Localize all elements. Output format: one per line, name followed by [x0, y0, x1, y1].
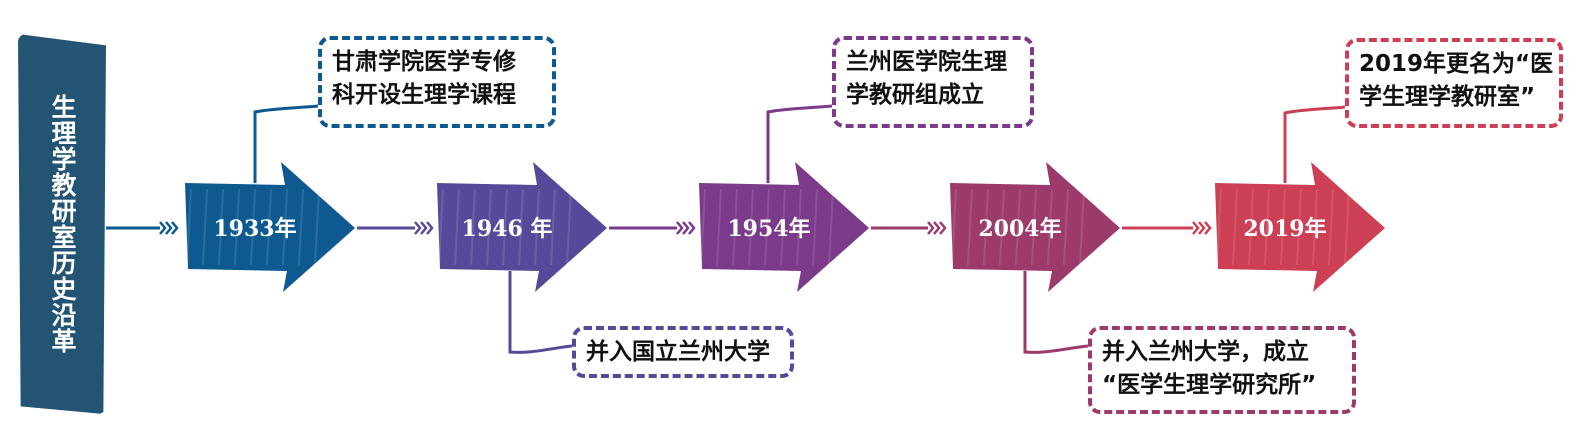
- milestone-stem-1: [253, 104, 319, 183]
- connector-ticks-3: [927, 221, 947, 235]
- milestone-year-4: 2004年: [978, 216, 1061, 242]
- milestone-arrow-3: [699, 162, 869, 292]
- milestone-note-1: 甘肃学院医学专修科开设生理学课程: [318, 36, 556, 128]
- milestone-stem-5: [1283, 105, 1346, 183]
- milestone-stem-4: [1023, 271, 1089, 354]
- connector-ticks-2: [676, 221, 696, 235]
- milestone-arrow-4: [950, 162, 1120, 292]
- milestone-note-line: 学教研组成立: [846, 82, 984, 108]
- milestone-year-2: 1946 年: [462, 216, 553, 242]
- milestone-note-line: 并入国立兰州大学: [586, 339, 770, 365]
- milestone-stem-3: [766, 104, 833, 183]
- milestone-arrow-1: [185, 162, 355, 292]
- connector-ticks-start: [159, 221, 179, 235]
- milestone-note-line: “医学生理学研究所”: [1102, 372, 1317, 398]
- connector-ticks-4: [1192, 221, 1212, 235]
- milestone-year-3: 1954年: [727, 216, 810, 242]
- milestone-note-line: 甘肃学院医学专修: [332, 49, 516, 75]
- connector-ticks-1: [414, 221, 434, 235]
- side-title-text: 生理学教研室历史沿革: [48, 94, 77, 354]
- milestone-note-line: 科开设生理学课程: [332, 82, 516, 108]
- milestone-note-line: 2019年更名为“医: [1359, 51, 1554, 77]
- milestone-year-5: 2019年: [1243, 216, 1326, 242]
- milestone-note-line: 学生理学教研室”: [1359, 84, 1536, 110]
- milestone-arrow-2: [437, 162, 607, 292]
- milestone-note-3: 兰州医学院生理学教研组成立: [832, 36, 1034, 128]
- milestone-note-2: 并入国立兰州大学: [572, 326, 794, 378]
- side-title-banner: 生理学教研室历史沿革: [18, 34, 106, 414]
- milestone-year-1: 1933年: [213, 216, 296, 242]
- milestone-arrow-5: [1215, 162, 1385, 292]
- milestone-note-line: 并入兰州大学，成立: [1102, 339, 1309, 365]
- milestone-stem-2: [508, 271, 573, 354]
- milestone-note-line: 兰州医学院生理: [846, 49, 1007, 75]
- milestone-note-5: 2019年更名为“医学生理学教研室”: [1345, 38, 1563, 128]
- milestone-note-4: 并入兰州大学，成立 “医学生理学研究所”: [1088, 326, 1356, 414]
